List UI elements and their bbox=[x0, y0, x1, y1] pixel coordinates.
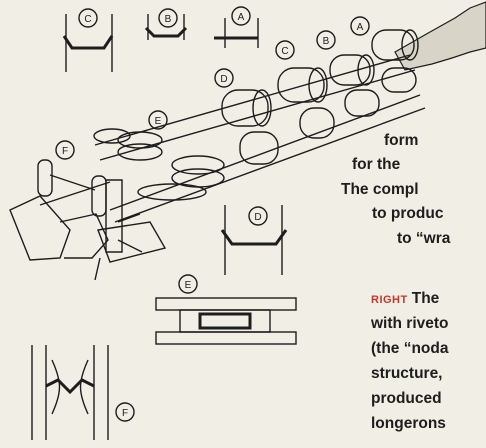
caption-lower-line-3: (the “noda bbox=[371, 340, 449, 357]
label-circle bbox=[316, 30, 336, 50]
section-e-detail: E bbox=[155, 274, 297, 345]
caption-lower-lead: RIGHT bbox=[371, 294, 408, 306]
caption-upper-line-3: The compl bbox=[341, 181, 419, 198]
section-c-top: C bbox=[62, 8, 114, 72]
section-d-detail: D bbox=[220, 205, 288, 275]
label-c-top: C bbox=[84, 14, 91, 25]
label-circle bbox=[115, 402, 135, 422]
label-circle bbox=[275, 40, 295, 60]
roller-stand-a: A bbox=[350, 16, 419, 93]
label-circle bbox=[350, 16, 370, 36]
label-circle bbox=[178, 274, 198, 294]
label-b-top: B bbox=[165, 14, 172, 25]
caption-lower-line-6: longerons bbox=[371, 415, 446, 432]
section-f-detail: F bbox=[31, 345, 135, 440]
roller-stand-f: F bbox=[9, 140, 167, 281]
label-e-machine: E bbox=[155, 116, 162, 127]
label-circle bbox=[148, 110, 168, 130]
caption-lower-line-2: with riveto bbox=[371, 315, 449, 332]
label-circle bbox=[231, 6, 251, 26]
caption-upper-line-2: for the bbox=[352, 156, 401, 173]
label-f-detail: F bbox=[122, 408, 128, 419]
label-f-machine: F bbox=[62, 146, 68, 157]
caption-upper-line-4: to produc bbox=[372, 205, 444, 222]
label-a-machine: A bbox=[357, 22, 364, 33]
label-c-machine: C bbox=[281, 46, 288, 57]
label-b-machine: B bbox=[323, 36, 330, 47]
section-b-top: B bbox=[144, 8, 188, 40]
roller-stand-d: D bbox=[214, 68, 279, 165]
metal-strip bbox=[394, 1, 486, 71]
label-circle bbox=[214, 68, 234, 88]
label-d-detail: D bbox=[254, 212, 261, 223]
caption-lower-line-5: produced bbox=[371, 390, 442, 407]
label-d-machine: D bbox=[220, 74, 227, 85]
label-circle bbox=[55, 140, 75, 160]
caption-upper-line-1: form bbox=[384, 132, 419, 149]
label-circle bbox=[158, 8, 178, 28]
caption-lower-line-1-text: The bbox=[411, 290, 440, 307]
label-circle bbox=[78, 8, 98, 28]
roller-stand-c: C bbox=[275, 40, 335, 139]
caption-upper-line-5: to “wra bbox=[397, 230, 451, 247]
label-circle bbox=[248, 206, 268, 226]
label-a-top: A bbox=[238, 12, 245, 23]
roller-stand-e: E bbox=[93, 110, 225, 201]
roller-stand-b: B bbox=[316, 30, 380, 117]
caption-lower-line-4: structure, bbox=[371, 365, 443, 382]
label-e-detail: E bbox=[185, 280, 192, 291]
section-a-top: A bbox=[214, 6, 259, 48]
